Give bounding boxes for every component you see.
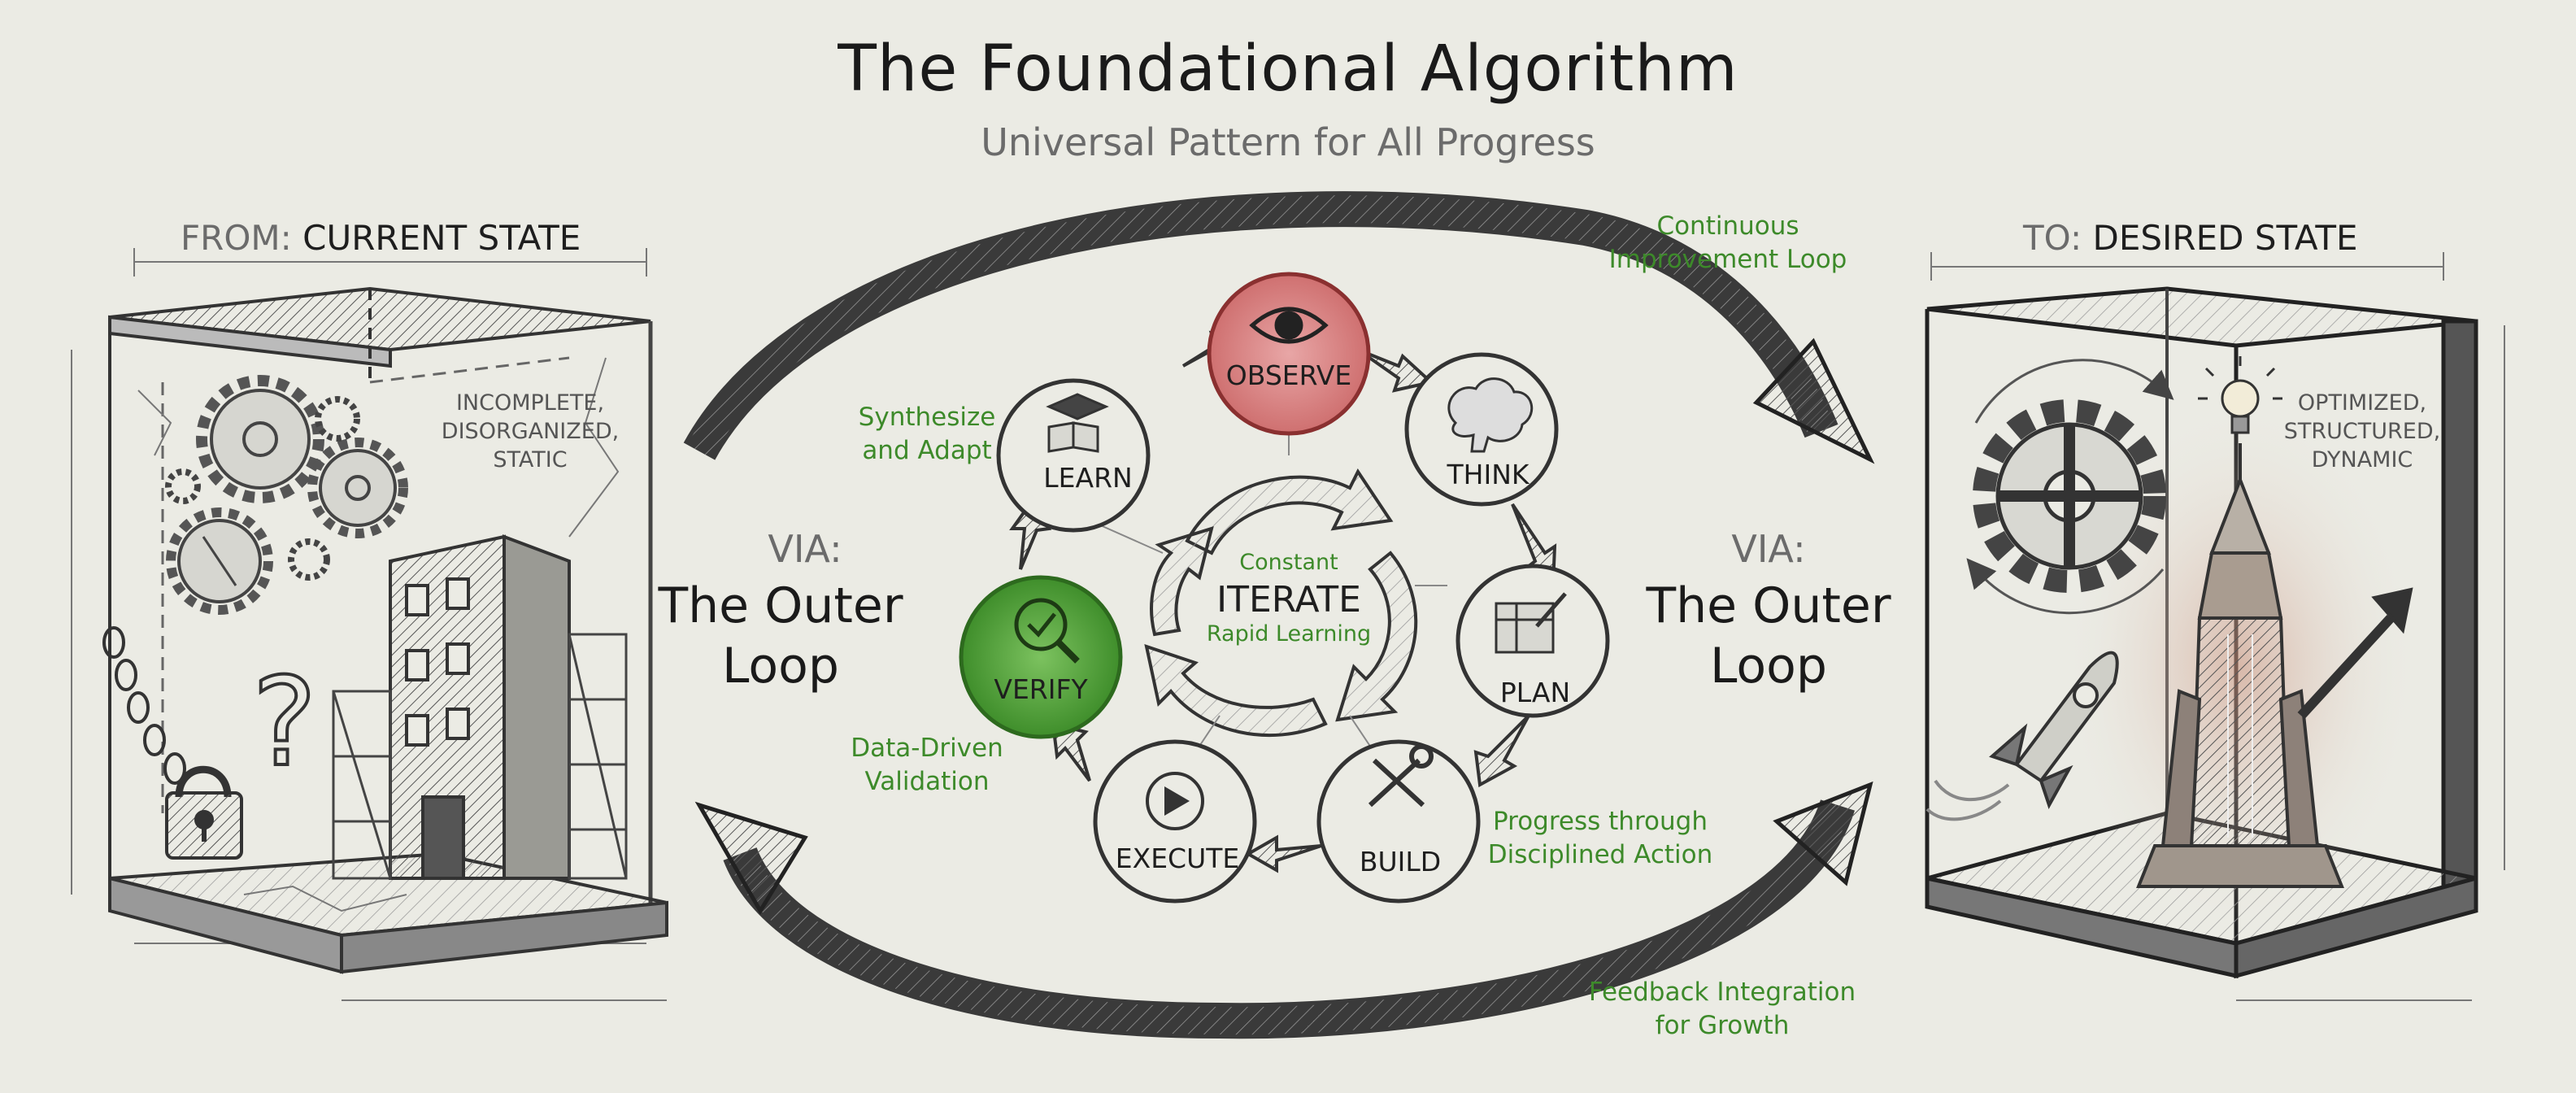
node-label-execute: EXECUTE: [1115, 843, 1240, 874]
note-line: and Adapt: [862, 436, 992, 465]
blueprint-icon: [1495, 592, 1567, 654]
center-main-label: ITERATE: [1216, 579, 1361, 621]
note-line: Progress through: [1493, 807, 1708, 836]
to-prefix: TO:: [2023, 218, 2082, 258]
via-left-prefix: VIA:: [768, 527, 842, 571]
outer-loop-line: Loop: [1710, 638, 1827, 695]
brain-icon: [1447, 377, 1534, 453]
node-plan: [1456, 564, 1610, 718]
tools-icon: [1368, 744, 1434, 808]
node-label-think: THINK: [1447, 459, 1530, 490]
gear-icon: [1966, 359, 2174, 615]
lightbulb-icon: [2198, 356, 2282, 434]
node-build: [1316, 739, 1481, 904]
data-driven-note: Data-Driven Validation: [851, 732, 1003, 799]
node-label-learn: LEARN: [1043, 462, 1133, 494]
current-state-header: FROM: CURRENT STATE: [181, 218, 581, 258]
rocket-icon: [1925, 651, 2119, 821]
description-line: DISORGANIZED,: [441, 419, 620, 444]
node-think: [1404, 352, 1559, 507]
note-line: Continuous: [1656, 211, 1799, 241]
note-line: Synthesize: [858, 403, 996, 432]
node-label-build: BUILD: [1359, 846, 1442, 877]
note-line: Validation: [864, 767, 990, 796]
graduation-book-icon: [1046, 393, 1109, 453]
outer-loop-bottom-arrow: [694, 781, 1873, 1039]
center-top-label: Constant: [1239, 550, 1338, 575]
description-line: DYNAMIC: [2311, 447, 2413, 472]
page-subtitle: Universal Pattern for All Progress: [981, 120, 1595, 164]
desired-state-header: TO: DESIRED STATE: [2023, 218, 2358, 258]
padlock-chain-icon: [102, 626, 243, 860]
note-line: Disciplined Action: [1487, 840, 1713, 869]
synthesize-note: Synthesize and Adapt: [859, 401, 996, 468]
node-label-plan: PLAN: [1499, 677, 1571, 708]
outer-loop-line: The Outer: [1646, 577, 1891, 634]
desired-state-description: OPTIMIZED, STRUCTURED, DYNAMIC: [2284, 389, 2440, 474]
node-learn: [996, 378, 1151, 533]
note-line: Data-Driven: [851, 734, 1003, 763]
to-label: DESIRED STATE: [2092, 218, 2358, 258]
description-line: STRUCTURED,: [2283, 419, 2441, 444]
outer-loop-top-arrow: [683, 191, 1875, 464]
node-label-verify: VERIFY: [994, 673, 1088, 705]
damaged-building-icon: [332, 534, 628, 880]
current-state-box: [71, 248, 668, 1001]
note-line: Improvement Loop: [1608, 245, 1847, 274]
outer-loop-line: The Outer: [658, 577, 903, 634]
iterate-cycle-ring: [1144, 468, 1418, 738]
node-label-observe: OBSERVE: [1225, 359, 1352, 391]
skyscraper-icon: [2136, 443, 2413, 888]
via-left-label: The Outer Loop: [658, 576, 903, 696]
via-right-label: The Outer Loop: [1646, 576, 1891, 696]
via-right-prefix: VIA:: [1731, 527, 1806, 571]
from-prefix: FROM:: [181, 218, 292, 258]
question-mark-icon: ?: [252, 652, 317, 794]
play-icon: [1146, 772, 1204, 830]
from-label: CURRENT STATE: [302, 218, 581, 258]
description-line: INCOMPLETE,: [455, 390, 605, 416]
feedback-note: Feedback Integration for Growth: [1589, 976, 1856, 1043]
magnifier-check-icon: [1014, 598, 1080, 664]
eye-icon: [1249, 307, 1329, 344]
outer-loop-line: Loop: [722, 638, 839, 695]
broken-gears-icon: [165, 375, 408, 615]
page-title: The Foundational Algorithm: [838, 33, 1738, 106]
note-line: for Growth: [1655, 1011, 1790, 1040]
description-line: OPTIMIZED,: [2297, 390, 2427, 416]
continuous-improvement-note: Continuous Improvement Loop: [1609, 210, 1847, 277]
node-execute: [1093, 739, 1257, 904]
center-bottom-label: Rapid Learning: [1206, 621, 1372, 647]
note-line: Feedback Integration: [1588, 978, 1856, 1007]
description-line: STATIC: [493, 447, 568, 472]
node-observe: [1207, 272, 1371, 436]
node-verify: [959, 575, 1123, 739]
current-state-description: INCOMPLETE, DISORGANIZED, STATIC: [442, 389, 619, 474]
progress-note: Progress through Disciplined Action: [1488, 805, 1713, 872]
